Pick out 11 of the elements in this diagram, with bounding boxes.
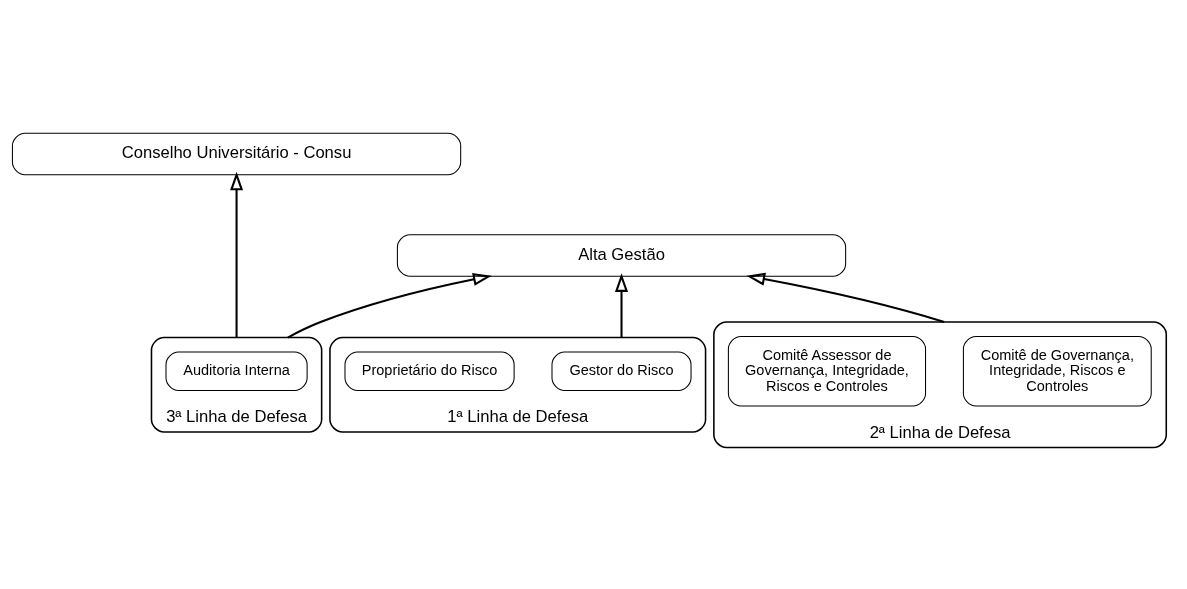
arrow: [746, 272, 945, 323]
node-box: Comitê Assessor de Governança, Integridade, Riscos e Controles: [727, 336, 927, 407]
node-box: Proprietário do Risco: [344, 351, 515, 391]
node-box: Comitê de Governança, Integridade, Riscos e Controles: [962, 336, 1152, 407]
node-box: Conselho Universitário - Consu: [11, 132, 462, 176]
arrow: [230, 171, 244, 338]
node-box: Alta Gestão: [396, 234, 847, 277]
node-box: Gestor do Risco: [551, 351, 692, 391]
node-box: Auditoria Interna: [165, 351, 308, 391]
arrow: [287, 273, 492, 339]
arrow: [614, 273, 629, 338]
